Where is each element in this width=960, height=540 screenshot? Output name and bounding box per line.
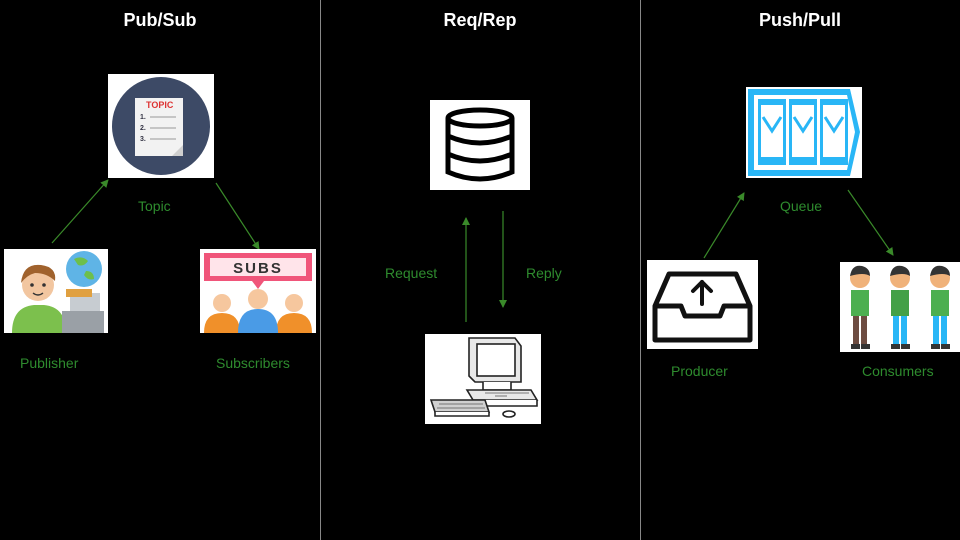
producer-icon	[647, 260, 758, 349]
divider-right	[640, 0, 641, 540]
publisher-icon	[4, 249, 108, 333]
arrow-publisher-to-topic	[51, 179, 109, 244]
arrow-topic-to-subscribers	[215, 182, 260, 250]
reply-label: Reply	[526, 265, 562, 281]
request-label: Request	[385, 265, 438, 281]
queue-label: Queue	[780, 198, 823, 214]
subscribers-label: Subscribers	[216, 355, 290, 371]
svg-text:1.: 1.	[140, 114, 146, 121]
consumers-icon	[840, 262, 960, 352]
panel-reqrep: Req/Rep Request Reply	[320, 0, 640, 540]
publisher-label: Publisher	[20, 355, 79, 371]
database-icon	[430, 100, 530, 190]
svg-text:3.: 3.	[140, 136, 146, 143]
panel-title: Push/Pull	[758, 10, 841, 30]
panel-pubsub: Pub/Sub TOPIC 1. 2. 3. Topic	[0, 0, 320, 540]
topic-label: Topic	[138, 198, 171, 214]
subscribers-icon: SUBS	[200, 249, 316, 333]
svg-text:TOPIC: TOPIC	[146, 100, 174, 110]
computer-icon	[425, 334, 541, 424]
svg-text:SUBS: SUBS	[233, 260, 283, 277]
queue-icon	[746, 87, 862, 178]
divider-left	[320, 0, 321, 540]
panel-title: Pub/Sub	[123, 10, 197, 30]
arrow-producer-to-queue	[703, 192, 745, 259]
panel-pushpull: Push/Pull Queue	[640, 0, 960, 540]
arrow-queue-to-consumers	[847, 189, 894, 256]
topic-icon: TOPIC 1. 2. 3.	[108, 74, 214, 178]
panel-title: Req/Rep	[443, 10, 517, 30]
svg-text:2.: 2.	[140, 125, 146, 132]
producer-label: Producer	[671, 363, 728, 379]
consumers-label: Consumers	[862, 363, 934, 379]
